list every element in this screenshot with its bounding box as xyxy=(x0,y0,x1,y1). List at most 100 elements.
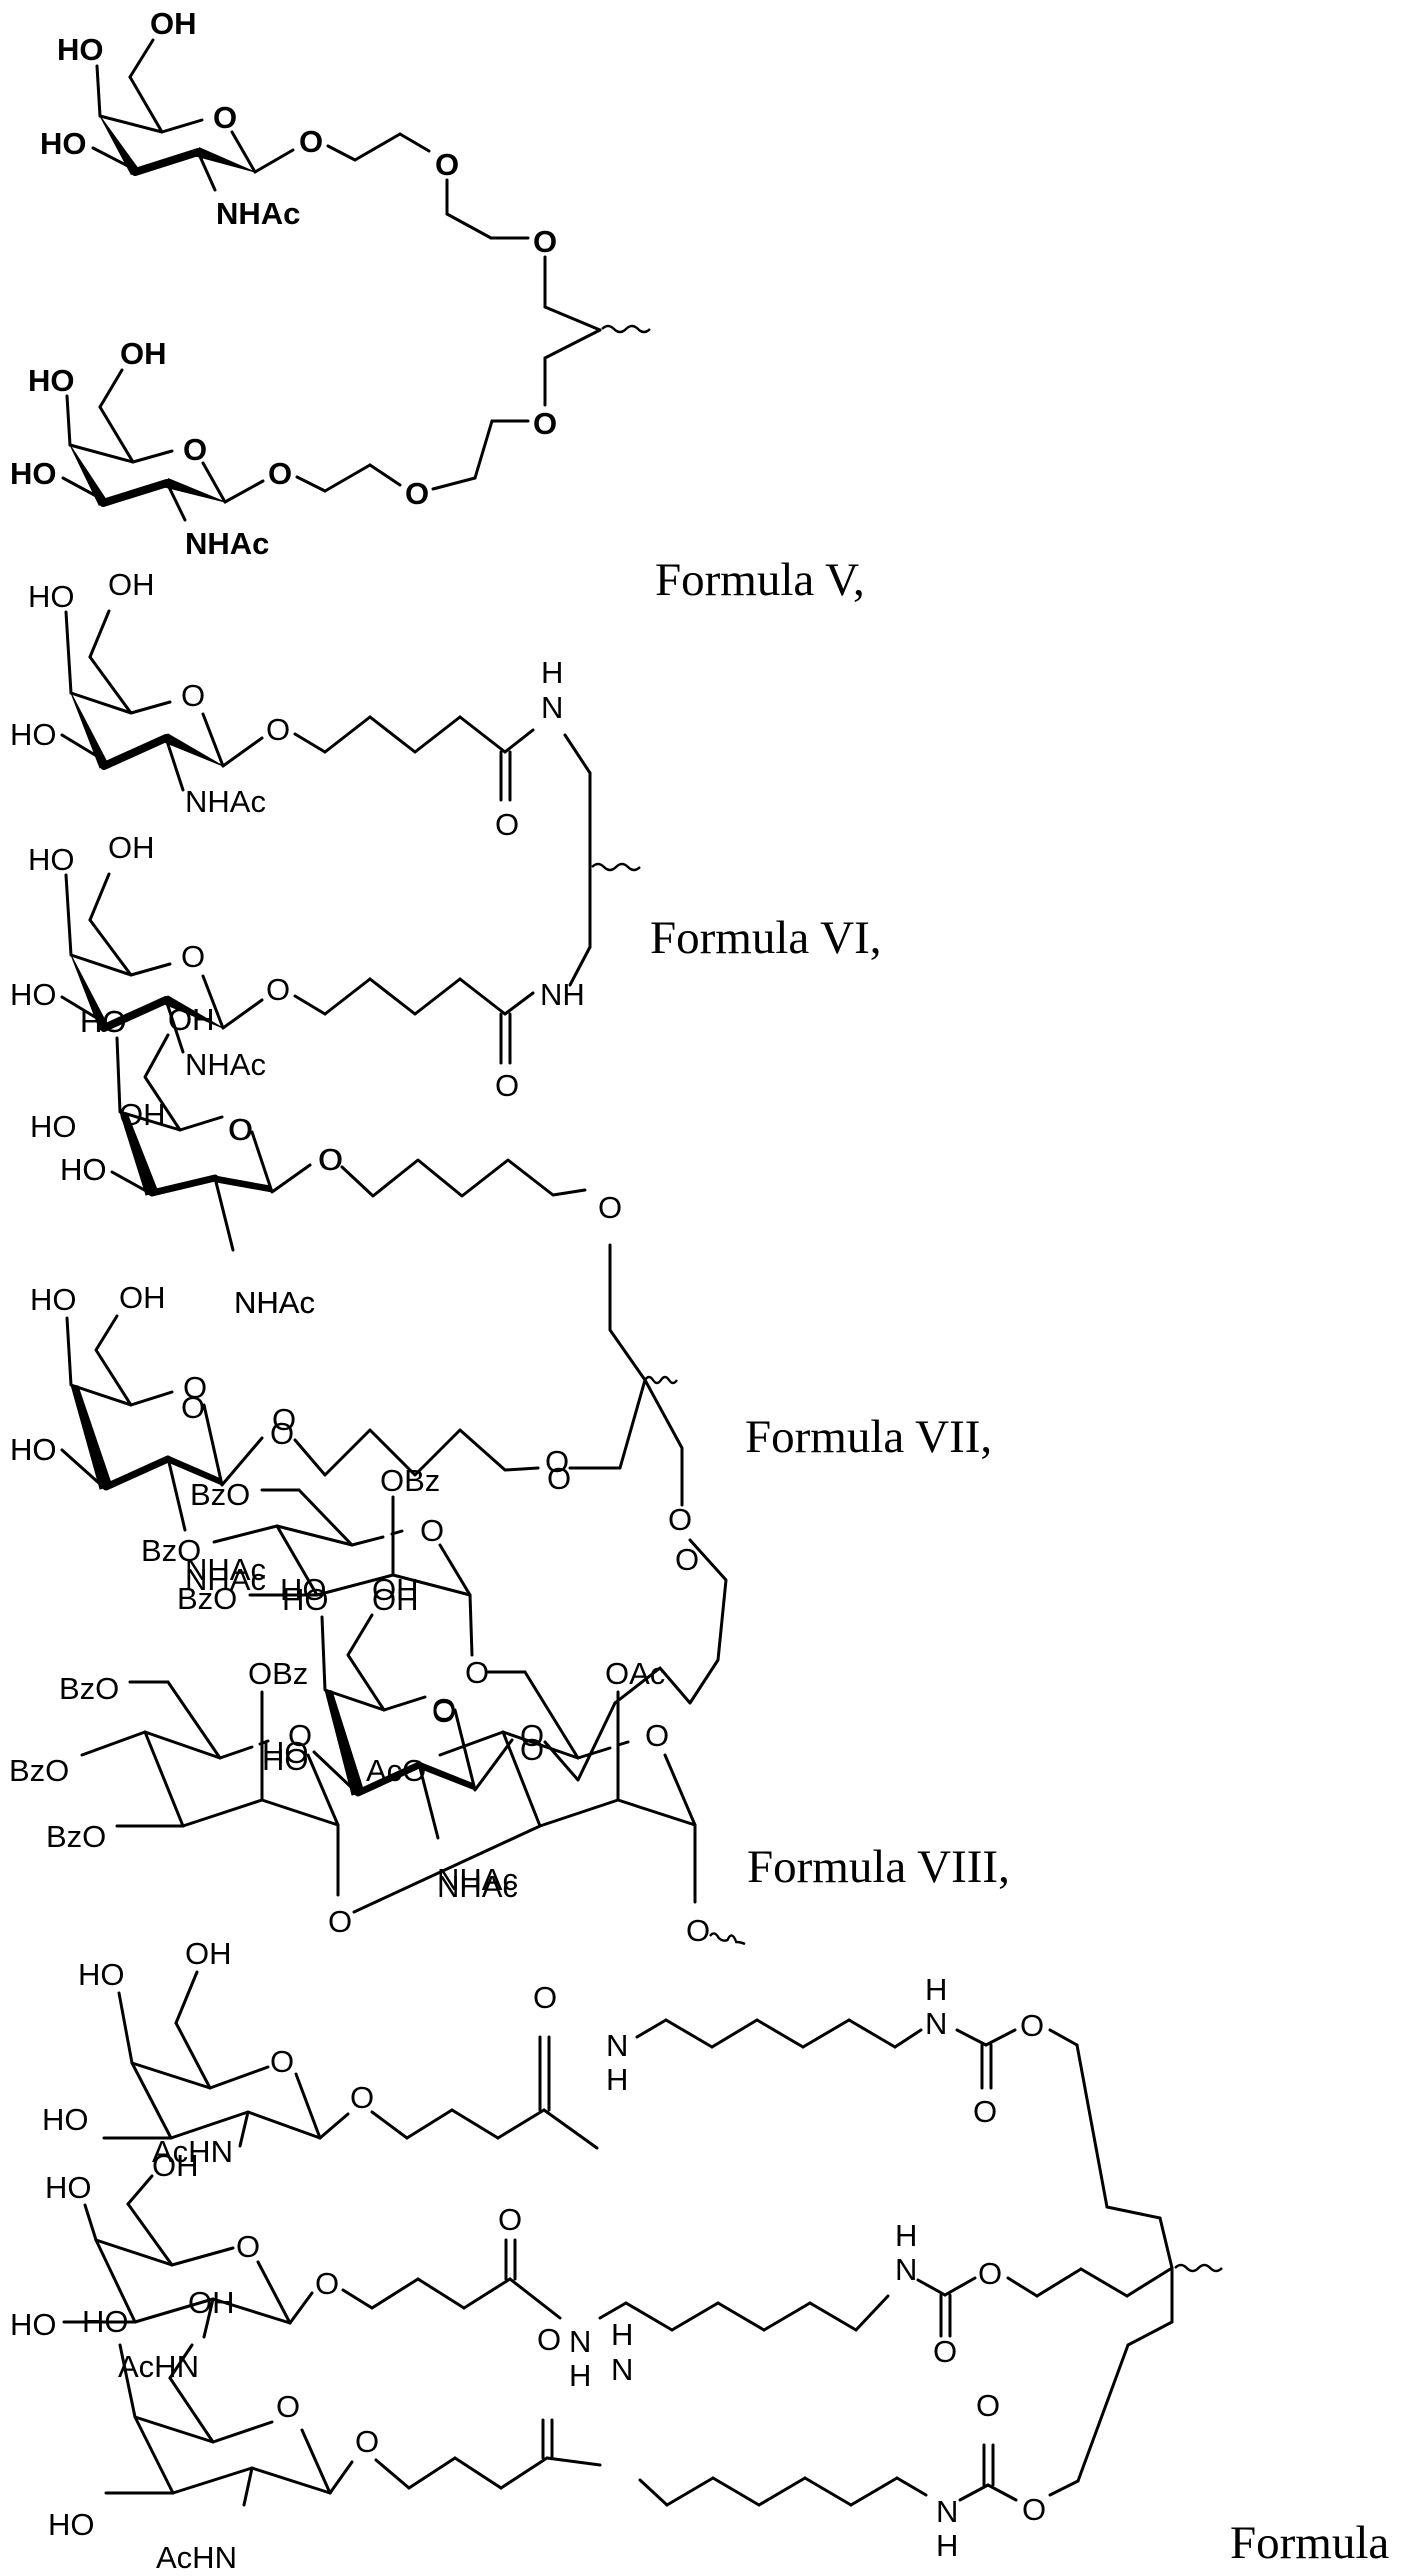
atom-label: OH xyxy=(119,1280,166,1315)
atom-label: O xyxy=(266,972,290,1007)
bond-line xyxy=(801,2018,851,2049)
atom-label: O xyxy=(495,807,519,842)
atom-label: HO xyxy=(10,1432,57,1467)
atom-label: HO xyxy=(10,2307,57,2342)
bond-line xyxy=(126,2174,154,2206)
atom-label: O xyxy=(976,2388,1000,2423)
bond-line xyxy=(293,732,327,754)
formula-vii-structure: HO OH HO O O NHAc HO OH HO O O NHAc O xyxy=(10,1002,728,1904)
bond-line xyxy=(1079,2267,1129,2298)
bond-line xyxy=(710,2018,759,2049)
bond-line xyxy=(445,212,493,240)
bond-line xyxy=(503,728,535,754)
atom-label: HO xyxy=(42,2102,89,2137)
atom-label: HO xyxy=(48,2507,95,2542)
atom-label: O xyxy=(432,1692,456,1727)
bond-line xyxy=(341,2288,374,2310)
bond-line xyxy=(543,328,602,360)
atom-label: HO xyxy=(30,1282,77,1317)
bond-line xyxy=(174,1970,199,2025)
bond-line xyxy=(131,449,174,464)
bond-line xyxy=(849,2476,899,2507)
bond-line xyxy=(65,394,72,447)
atom-label: BzO xyxy=(141,1533,201,1568)
bond-line xyxy=(64,873,73,957)
bond-line xyxy=(250,2466,332,2495)
bond-line xyxy=(757,2476,807,2507)
atom-label: O xyxy=(236,2229,260,2264)
atom-label: O xyxy=(495,1068,519,1103)
bond-line xyxy=(295,475,327,493)
bond-line xyxy=(98,114,164,134)
bond-line xyxy=(473,419,494,480)
atom-label: HO xyxy=(10,717,57,752)
atom-label: O xyxy=(498,2202,522,2237)
bond-line xyxy=(501,1730,542,1828)
atom-label: OH xyxy=(188,2285,235,2320)
atom-label: HO xyxy=(10,1432,57,1467)
atom-label: O xyxy=(547,1461,571,1496)
bond-line xyxy=(568,945,592,987)
bond-line xyxy=(211,2420,274,2444)
atom-label: AcO xyxy=(366,1753,426,1788)
atom-label: AcHN xyxy=(152,2134,233,2169)
bond-line xyxy=(453,2456,503,2490)
bond-line xyxy=(221,736,264,768)
wedge-bond xyxy=(70,692,109,769)
atom-label: O xyxy=(598,1190,622,1225)
bond-line xyxy=(202,2297,215,2339)
atom-label: HO xyxy=(30,1109,77,1144)
atom-label: BzO xyxy=(190,1477,250,1512)
bond-line xyxy=(169,2110,250,2140)
bond-line xyxy=(91,146,130,168)
bond-line xyxy=(88,655,133,715)
atom-label: NHAc xyxy=(185,1562,266,1597)
bond-line xyxy=(201,461,227,504)
bond-line xyxy=(1126,2320,1174,2347)
atom-label: OBz xyxy=(248,1656,308,1691)
atom-label: OH xyxy=(152,2148,199,2183)
bond-line xyxy=(368,463,402,487)
atom-label: O xyxy=(432,1694,456,1729)
atom-label: O xyxy=(229,1112,253,1147)
atom-label: N xyxy=(606,2028,628,2063)
atom-label: O xyxy=(272,1402,296,1437)
atom-label: O xyxy=(318,1142,342,1177)
atom-label: O xyxy=(465,1655,489,1690)
atom-label: O xyxy=(1022,2492,1046,2527)
bond-line xyxy=(638,2478,669,2507)
bond-line xyxy=(984,2028,1017,2047)
bond-line xyxy=(318,2112,350,2140)
formula-vii-sugar-2: HO OH HO O O NHAc O O xyxy=(10,1243,728,1705)
bond-line xyxy=(160,118,204,134)
atom-label: HO xyxy=(57,32,104,67)
atom-label: O xyxy=(973,2094,997,2129)
atom-label: O xyxy=(228,1112,252,1147)
bond-line xyxy=(211,2297,292,2325)
bond-line xyxy=(88,609,111,659)
atom-label: AcHN xyxy=(118,2349,199,2384)
atom-label: O xyxy=(537,2322,561,2357)
bond-line xyxy=(664,2018,714,2049)
formula-vi-caption: Formula VI, xyxy=(650,912,882,964)
bond-line xyxy=(370,2110,409,2140)
bond-line xyxy=(88,872,111,922)
bond-line xyxy=(323,715,372,754)
atom-label: AcHN xyxy=(156,2540,237,2575)
atom-label: OH xyxy=(168,1002,215,1037)
atom-label: BzO xyxy=(59,1671,119,1706)
bond-line xyxy=(350,1535,385,1547)
atom-label: O xyxy=(299,124,323,159)
atom-label: OH xyxy=(150,6,197,41)
bond-line xyxy=(164,736,185,792)
bond-line xyxy=(323,977,372,1016)
bond-line xyxy=(196,150,217,192)
atom-label: O xyxy=(933,2334,957,2369)
bond-line xyxy=(133,2297,215,2324)
bond-line xyxy=(94,2238,174,2267)
atom-label: HO xyxy=(28,363,75,398)
atom-label: NHAc xyxy=(437,1869,518,1904)
atom-label: N xyxy=(541,690,563,725)
